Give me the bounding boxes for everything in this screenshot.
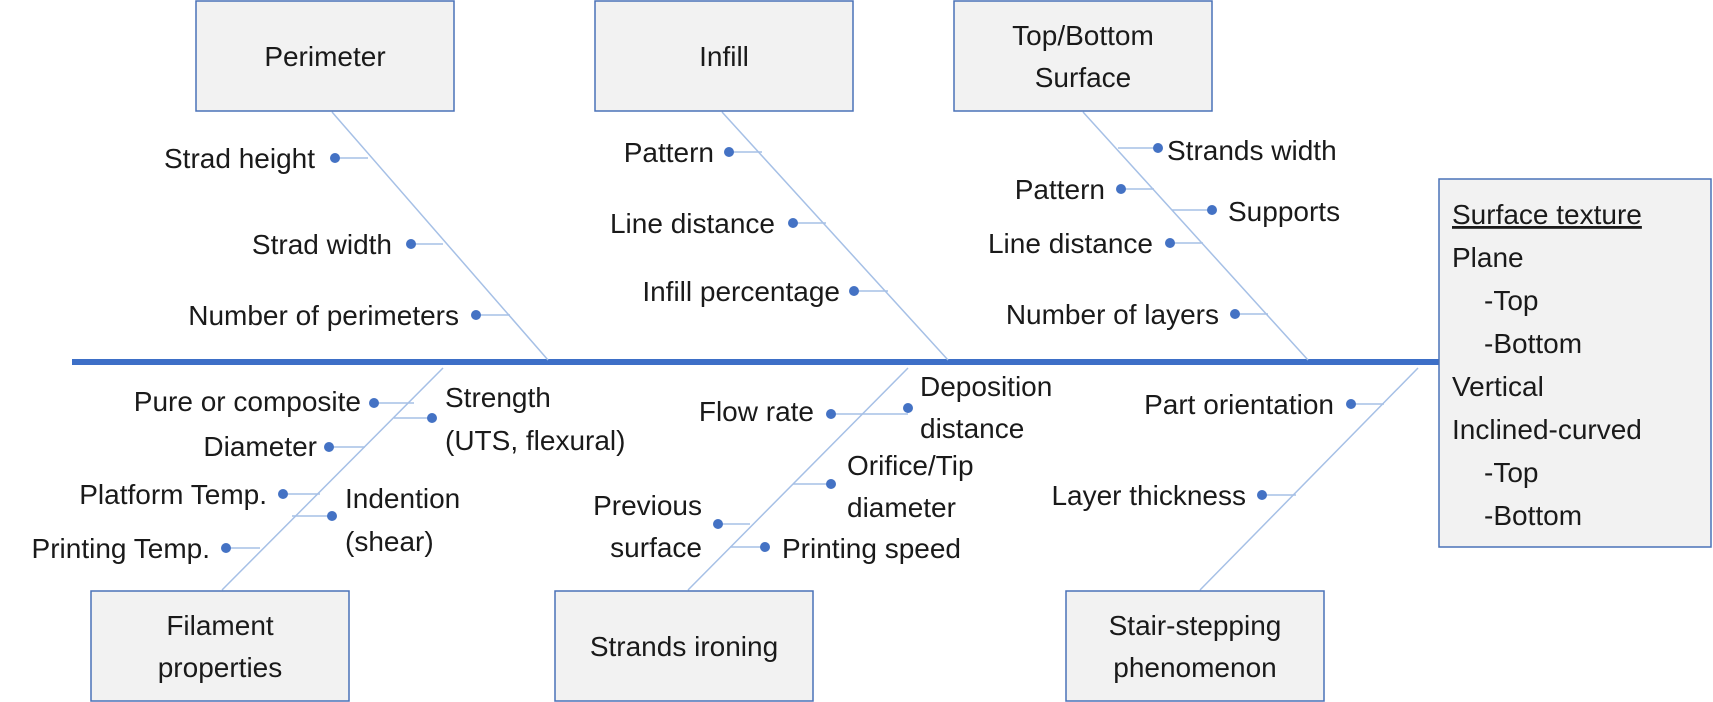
- cause-orifice-diameter-label-2: diameter: [847, 492, 956, 523]
- stair-bone: [1199, 367, 1419, 591]
- category-topbottom-label-2: Surface: [1035, 62, 1132, 93]
- cause-strength-label-2: (UTS, flexural): [445, 425, 625, 456]
- category-infill-label: Infill: [699, 41, 749, 72]
- cause-strad-width-label: Strad width: [252, 229, 392, 260]
- category-filament-label-1: Filament: [166, 610, 274, 641]
- cause-topbottom-line-distance: Line distance: [988, 228, 1203, 259]
- cause-topbottom-line-distance-label: Line distance: [988, 228, 1153, 259]
- cause-layer-thickness-label: Layer thickness: [1051, 480, 1246, 511]
- perimeter-bone: [331, 111, 549, 361]
- cause-strad-width: Strad width: [252, 229, 443, 260]
- category-stair-label-2: phenomenon: [1113, 652, 1276, 683]
- cause-printing-temp: Printing Temp.: [32, 533, 260, 564]
- cause-part-orientation: Part orientation: [1144, 389, 1384, 420]
- cause-infill-pattern: Pattern: [624, 137, 762, 168]
- cause-printing-speed: Printing speed: [730, 533, 961, 564]
- cause-printing-temp-label: Printing Temp.: [32, 533, 210, 564]
- cause-strands-width: Strands width: [1118, 135, 1337, 166]
- effect-line-inclined-top: -Top: [1484, 457, 1538, 488]
- effect-line-plane-bottom: -Bottom: [1484, 328, 1582, 359]
- cause-diameter-label: Diameter: [203, 431, 317, 462]
- cause-deposition-distance: Deposition distance: [920, 371, 1052, 444]
- cause-indention: Indention (shear): [292, 483, 460, 557]
- cause-topbottom-pattern-label: Pattern: [1015, 174, 1105, 205]
- category-filament: Filament properties: [90, 590, 350, 702]
- category-stair: Stair-stepping phenomenon: [1065, 590, 1325, 702]
- topbottom-bone: [1082, 111, 1309, 361]
- cause-flow-rate: Flow rate: [699, 396, 913, 427]
- cause-infill-percentage: Infill percentage: [642, 276, 888, 307]
- category-infill: Infill: [594, 0, 854, 112]
- effect-line-plane: Plane: [1452, 242, 1524, 273]
- cause-part-orientation-label: Part orientation: [1144, 389, 1334, 420]
- filament-bone: [221, 367, 444, 591]
- cause-flow-rate-label: Flow rate: [699, 396, 814, 427]
- cause-supports: Supports: [1172, 196, 1340, 227]
- cause-indention-label-1: Indention: [345, 483, 460, 514]
- category-perimeter: Perimeter: [195, 0, 455, 112]
- category-perimeter-label: Perimeter: [264, 41, 385, 72]
- cause-printing-speed-label: Printing speed: [782, 533, 961, 564]
- cause-layer-thickness: Layer thickness: [1051, 480, 1296, 511]
- cause-pure-or-composite: Pure or composite: [134, 386, 414, 417]
- cause-strength: Strength (UTS, flexural): [394, 382, 625, 456]
- cause-platform-temp: Platform Temp.: [79, 479, 320, 510]
- cause-number-of-perimeters: Number of perimeters: [188, 300, 510, 331]
- infill-bone: [721, 111, 949, 361]
- category-ironing: Strands ironing: [554, 590, 814, 702]
- cause-supports-label: Supports: [1228, 196, 1340, 227]
- cause-infill-pattern-label: Pattern: [624, 137, 714, 168]
- cause-diameter: Diameter: [203, 431, 365, 462]
- cause-strength-label-1: Strength: [445, 382, 551, 413]
- cause-infill-line-distance-label: Line distance: [610, 208, 775, 239]
- cause-orifice-diameter-label-1: Orifice/Tip: [847, 450, 974, 481]
- cause-number-of-layers-label: Number of layers: [1006, 299, 1219, 330]
- cause-topbottom-pattern: Pattern: [1015, 174, 1154, 205]
- effect-box: Surface texture Plane -Top -Bottom Verti…: [1438, 178, 1712, 548]
- category-stair-label-1: Stair-stepping: [1109, 610, 1282, 641]
- category-topbottom-label-1: Top/Bottom: [1012, 20, 1154, 51]
- cause-strad-height-label: Strad height: [164, 143, 315, 174]
- cause-previous-surface-label-2: surface: [610, 532, 702, 563]
- effect-line-inclined-bottom: -Bottom: [1484, 500, 1582, 531]
- effect-line-vertical: Vertical: [1452, 371, 1544, 402]
- cause-indention-label-2: (shear): [345, 526, 434, 557]
- cause-deposition-distance-label-2: distance: [920, 413, 1024, 444]
- cause-infill-line-distance: Line distance: [610, 208, 826, 239]
- effect-line-plane-top: -Top: [1484, 285, 1538, 316]
- cause-platform-temp-label: Platform Temp.: [79, 479, 267, 510]
- category-ironing-label: Strands ironing: [590, 631, 778, 662]
- cause-strad-height: Strad height: [164, 143, 368, 174]
- cause-strands-width-label: Strands width: [1167, 135, 1337, 166]
- cause-previous-surface: Previous surface: [593, 490, 750, 563]
- cause-pure-or-composite-label: Pure or composite: [134, 386, 361, 417]
- effect-title: Surface texture: [1452, 199, 1642, 230]
- category-topbottom: Top/Bottom Surface: [953, 0, 1213, 112]
- effect-line-inclined: Inclined-curved: [1452, 414, 1642, 445]
- cause-infill-percentage-label: Infill percentage: [642, 276, 840, 307]
- cause-number-of-layers: Number of layers: [1006, 299, 1268, 330]
- cause-orifice-diameter: Orifice/Tip diameter: [793, 450, 974, 523]
- ironing-bone: [687, 367, 909, 591]
- category-filament-label-2: properties: [158, 652, 283, 683]
- cause-deposition-distance-label-1: Deposition: [920, 371, 1052, 402]
- cause-number-of-perimeters-label: Number of perimeters: [188, 300, 459, 331]
- cause-previous-surface-label-1: Previous: [593, 490, 702, 521]
